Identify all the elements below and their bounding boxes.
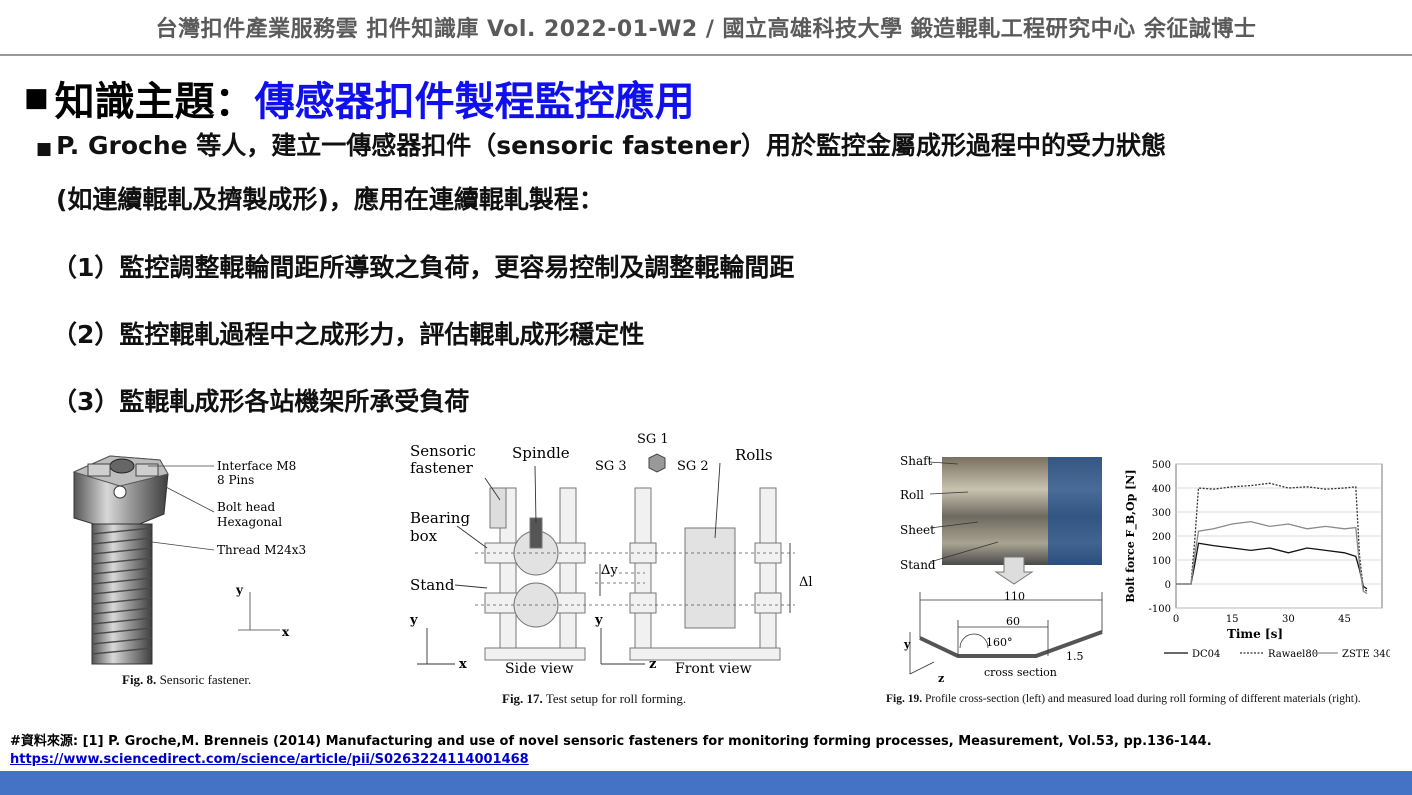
fig19-label-cross-section: cross section bbox=[984, 666, 1057, 679]
fig17-illustration: Sensoric fastener Spindle SG 1 SG 3 SG 2… bbox=[409, 432, 813, 677]
fig19-dim-angle: 160° bbox=[986, 636, 1013, 649]
fig19-label-roll: Roll bbox=[900, 488, 924, 502]
fig17-label-sg2: SG 2 bbox=[677, 459, 709, 474]
list-item-2: （2）監控輥軋過程中之成形力，評估輥軋成形穩定性 bbox=[52, 320, 645, 349]
intro-line-1: ■P. Groche 等人，建立一傳感器扣件（sensoric fastener… bbox=[36, 126, 1166, 162]
chart-ytick-label: 400 bbox=[1152, 484, 1171, 495]
fig17-label-fastener: fastener bbox=[410, 459, 474, 477]
fig19-photo-and-section: Shaft Roll Sheet Stand 110 60 160° 1.5 c… bbox=[900, 454, 1103, 685]
fig17-label-front-view: Front view bbox=[675, 661, 752, 677]
bolt-thread-shape bbox=[91, 523, 153, 665]
fig17-caption: Fig. 17. Test setup for roll forming. bbox=[502, 691, 686, 707]
fig17-label-rolls: Rolls bbox=[735, 446, 773, 464]
chart-legend-label: ZSTE 340 bbox=[1342, 649, 1390, 660]
chart-xtick-label: 0 bbox=[1173, 614, 1179, 625]
fig8-label-thread: Thread M24x3 bbox=[217, 543, 306, 557]
fig19-dim-60: 60 bbox=[1006, 615, 1020, 628]
fig8-axis-x: x bbox=[282, 625, 290, 639]
fig19-label-shaft: Shaft bbox=[900, 454, 933, 468]
reference-link[interactable]: https://www.sciencedirect.com/science/ar… bbox=[10, 752, 529, 767]
chart-xlabel: Time [s] bbox=[1227, 627, 1283, 641]
chart-ytick-label: 300 bbox=[1152, 508, 1171, 519]
fig17-label-sensoric: Sensoric bbox=[410, 442, 476, 460]
fig8-label-hexagonal: Hexagonal bbox=[217, 515, 282, 529]
fig8-label-interface: Interface M8 bbox=[217, 459, 296, 473]
fig17-label-sg1: SG 1 bbox=[637, 432, 669, 447]
chart-legend-label: Rawael80 bbox=[1268, 649, 1318, 660]
fig19-dim-110: 110 bbox=[1004, 590, 1025, 603]
chart-xtick-label: 15 bbox=[1226, 614, 1239, 625]
chart-series-rawael80 bbox=[1176, 482, 1368, 592]
fig19-label-stand: Stand bbox=[900, 558, 936, 572]
fig17-label-spindle: Spindle bbox=[512, 444, 570, 462]
list-item-3: （3）監輥軋成形各站機架所承受負荷 bbox=[52, 387, 470, 416]
fig17-label-box: box bbox=[410, 527, 438, 545]
intro-bullet: ■ bbox=[36, 139, 53, 159]
chart-ytick-label: 200 bbox=[1152, 532, 1171, 543]
fig17-label-dy: Δy bbox=[601, 563, 618, 578]
fig19-axis-y: y bbox=[903, 638, 911, 651]
fig19-left-figure: Shaft Roll Sheet Stand 110 60 160° 1.5 c… bbox=[898, 452, 1108, 688]
chart-xtick-label: 30 bbox=[1282, 614, 1295, 625]
fig8-axis-y: y bbox=[235, 583, 244, 597]
fig17-label-sg3: SG 3 bbox=[595, 459, 627, 474]
fig19-caption-num: Fig. 19. bbox=[886, 693, 923, 705]
fig17-axis-y-front: y bbox=[594, 613, 603, 628]
chart-xtick-label: 45 bbox=[1338, 614, 1351, 625]
title-prefix: 知識主題： bbox=[54, 79, 255, 125]
fig8-caption-num: Fig. 8. bbox=[122, 672, 157, 687]
references: #資料來源: [1] P. Groche,M. Brenneis (2014) … bbox=[10, 733, 1212, 769]
fig8-caption-text: Sensoric fastener. bbox=[159, 672, 252, 687]
chart-series-zste-340 bbox=[1176, 520, 1368, 595]
slide-header: 台灣扣件產業服務雲 扣件知識庫 Vol. 2022-01-W2 / 國立高雄科技… bbox=[0, 0, 1412, 54]
fig17-label-dl: Δl bbox=[799, 575, 813, 590]
list-item-1: （1）監控調整輥輪間距所導致之負荷，更容易控制及調整輥輪間距 bbox=[52, 253, 795, 282]
fig19-dim-thickness: 1.5 bbox=[1066, 650, 1084, 663]
fig19-label-sheet: Sheet bbox=[900, 523, 935, 537]
chart-ylabel: Bolt force F_B,Op [N] bbox=[1124, 469, 1138, 602]
fig19-caption-text: Profile cross-section (left) and measure… bbox=[924, 693, 1361, 705]
header-divider bbox=[0, 54, 1412, 56]
fig19-section-profile bbox=[919, 630, 1103, 658]
slide-title: ■ 知識主題： 傳感器扣件製程監控應用 bbox=[24, 70, 695, 126]
title-bullet: ■ bbox=[24, 83, 49, 113]
intro-text-1: P. Groche 等人，建立一傳感器扣件（sensoric fastener）… bbox=[56, 131, 1167, 160]
fig17-caption-text: Test setup for roll forming. bbox=[545, 691, 687, 706]
header-text: 台灣扣件產業服務雲 扣件知識庫 Vol. 2022-01-W2 / 國立高雄科技… bbox=[155, 17, 1257, 42]
fig17-label-stand: Stand bbox=[410, 576, 455, 594]
chart-legend-label: DC04 bbox=[1192, 649, 1220, 660]
chart-ytick-label: -100 bbox=[1149, 604, 1171, 615]
reference-line: #資料來源: [1] P. Groche,M. Brenneis (2014) … bbox=[10, 734, 1212, 749]
fig19-photo-stand bbox=[1048, 457, 1102, 565]
fig17-label-side-view: Side view bbox=[505, 661, 573, 677]
chart-ytick-label: 500 bbox=[1152, 460, 1171, 471]
footer-bar bbox=[0, 771, 1412, 795]
fig8-label-bolt-head: Bolt head bbox=[217, 500, 276, 514]
fig8-caption: Fig. 8. Sensoric fastener. bbox=[122, 672, 251, 688]
fig8-figure: Interface M8 8 Pins Bolt head Hexagonal … bbox=[60, 442, 360, 672]
chart-ytick-label: 100 bbox=[1152, 556, 1171, 567]
fig17-axis-y-side: y bbox=[409, 613, 418, 628]
fig8-label-pins: 8 Pins bbox=[217, 473, 254, 487]
chart-ytick-label: 0 bbox=[1165, 580, 1171, 591]
fig17-figure: Sensoric fastener Spindle SG 1 SG 3 SG 2… bbox=[405, 428, 825, 690]
title-topic: 傳感器扣件製程監控應用 bbox=[254, 79, 695, 125]
intro-line-2: (如連續輥軋及擠製成形)，應用在連續輥軋製程： bbox=[56, 185, 604, 214]
fig17-caption-num: Fig. 17. bbox=[502, 691, 543, 706]
fig17-label-bearing: Bearing bbox=[410, 509, 470, 527]
chart-series-dc04 bbox=[1176, 542, 1368, 590]
bolt-head-shape bbox=[72, 455, 169, 533]
fig19-caption: Fig. 19. Profile cross-section (left) an… bbox=[886, 693, 1361, 705]
fig17-axis-x-side: x bbox=[459, 657, 467, 672]
fig19-axis-z: z bbox=[938, 672, 944, 685]
fig19-down-arrow-icon bbox=[994, 556, 1034, 585]
fig8-illustration: Interface M8 8 Pins Bolt head Hexagonal … bbox=[72, 455, 306, 665]
fig17-axis-z-front: z bbox=[649, 657, 656, 672]
